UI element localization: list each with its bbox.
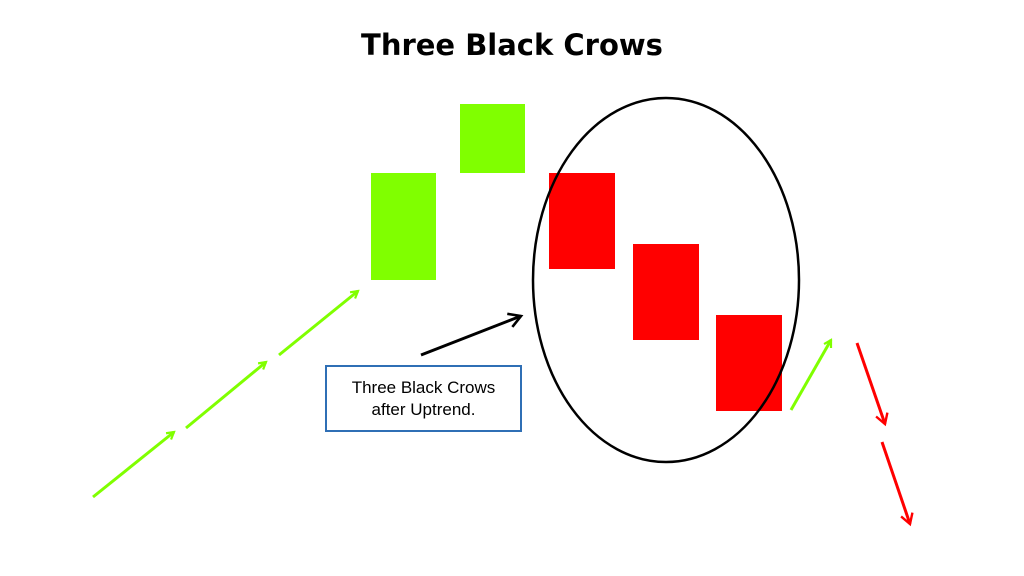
uptrend-arrow-1 (92, 432, 174, 499)
bullish-candle-1 (371, 173, 436, 280)
callout-line-2: after Uptrend. (371, 399, 476, 419)
downtrend-arrow-1 (855, 342, 885, 424)
bearish-candle-1 (549, 173, 615, 269)
uptrend-arrow-3 (278, 291, 358, 357)
retrace-arrow (789, 340, 833, 411)
callout-line-1: Three Black Crows (351, 377, 496, 397)
pointer-arrow (420, 316, 521, 357)
uptrend-arrow-2 (185, 362, 266, 430)
bearish-candle-2 (633, 244, 699, 340)
callout-box: Three Black Crows after Uptrend. (325, 365, 522, 432)
bullish-candle-2 (460, 104, 525, 173)
highlight-ellipse (531, 96, 801, 464)
bearish-candle-3 (716, 315, 782, 411)
downtrend-arrow-2 (880, 441, 910, 524)
diagram-title: Three Black Crows (361, 28, 663, 62)
